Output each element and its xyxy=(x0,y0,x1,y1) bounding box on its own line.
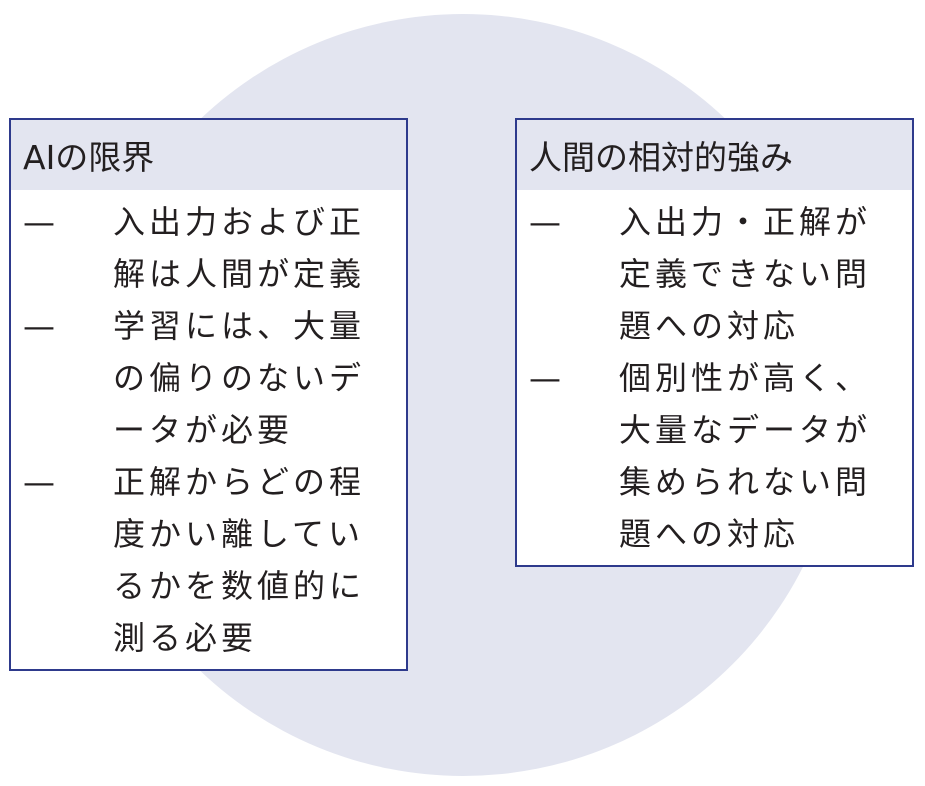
list-item: — 入出力・正解が定義できない問題への対応 xyxy=(517,196,912,352)
list-item: — 正解からどの程度かい離しているかを数値的に測る必要 xyxy=(11,456,406,664)
item-text: 学習には、大量の偏りのないデータが必要 xyxy=(113,307,366,449)
item-text: 入出力および正解は人間が定義 xyxy=(113,203,366,293)
list-item: — 個別性が高く、大量なデータが集められない問題への対応 xyxy=(517,352,912,560)
item-text: 入出力・正解が定義できない問題への対応 xyxy=(619,203,872,345)
dash: — xyxy=(23,307,59,345)
ai-limits-box: AIの限界 — 入出力および正解は人間が定義 — 学習には、大量の偏りのないデータが… xyxy=(9,118,408,671)
ai-limits-title: AIの限界 xyxy=(11,120,406,190)
dash: — xyxy=(23,203,59,241)
dash: — xyxy=(23,463,59,501)
list-item: — 学習には、大量の偏りのないデータが必要 xyxy=(11,300,406,456)
human-strengths-box: 人間の相対的強み — 入出力・正解が定義できない問題への対応 — 個別性が高く、大量… xyxy=(515,118,914,567)
item-text: 正解からどの程度かい離しているかを数値的に測る必要 xyxy=(113,463,366,657)
item-text: 個別性が高く、大量なデータが集められない問題への対応 xyxy=(619,359,872,553)
human-strengths-title: 人間の相対的強み xyxy=(517,120,912,190)
dash: — xyxy=(529,203,565,241)
dash: — xyxy=(529,359,565,397)
list-item: — 入出力および正解は人間が定義 xyxy=(11,196,406,300)
